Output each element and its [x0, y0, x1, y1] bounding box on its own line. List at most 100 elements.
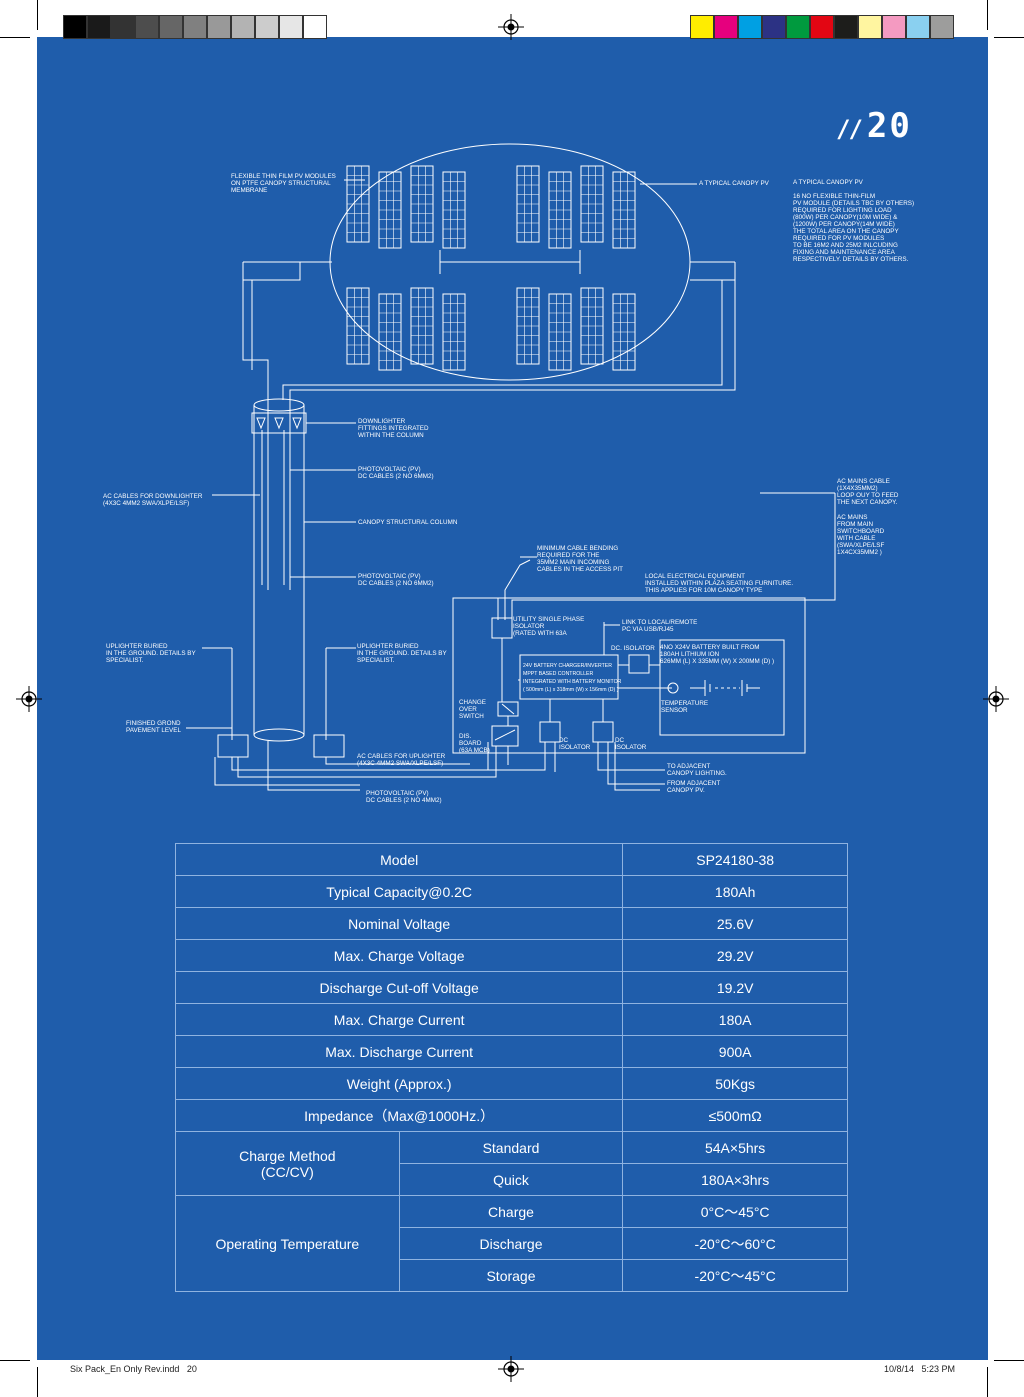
label-uplighter-right: UPLIGHTER BURIED IN THE GROUND. DETAILS … [357, 643, 447, 664]
label-finished-ground: FINISHED GROND PAVEMENT LEVEL [126, 720, 181, 734]
table-row: Impedance（Max@1000Hz.）≤500mΩ [174, 1099, 848, 1132]
label-from-adjacent: FROM ADJACENT CANOPY PV. [667, 780, 721, 794]
spec-value: 25.6V [622, 907, 848, 940]
label-local-equipment: LOCAL ELECTRICAL EQUIPMENT INSTALLED WIT… [645, 573, 794, 594]
wiring-diagram [186, 143, 836, 791]
registration-mark-icon [16, 686, 42, 712]
spec-value: 19.2V [622, 971, 848, 1004]
color-swatch [87, 15, 111, 39]
color-swatch [135, 15, 159, 39]
spec-value: -20°C～45°C [622, 1259, 848, 1292]
color-swatch [159, 15, 183, 39]
label-min-bending: MINIMUM CABLE BENDING REQUIRED FOR THE 3… [537, 545, 623, 573]
spec-value: 54A×5hrs [622, 1131, 848, 1164]
spec-sub-label: Standard [398, 1131, 624, 1164]
label-pv-dc-cables-mid: PHOTOVOLTAIC (PV) DC CABLES (2 No 6mm2) [358, 573, 434, 587]
page-number-text: 20 [866, 106, 912, 146]
spec-label: Nominal Voltage [174, 907, 624, 940]
color-swatch [810, 15, 834, 39]
spec-sub-label: Storage [398, 1259, 624, 1292]
spec-label: Weight (Approx.) [174, 1067, 624, 1100]
spec-label: Discharge Cut-off Voltage [174, 971, 624, 1004]
trim-mark [0, 1360, 30, 1361]
label-dc-isolator-top: DC. ISOLATOR [611, 645, 655, 652]
label-battery: 4No x24V BATTERY BUILT FROM 180Ah LITHIU… [660, 644, 775, 665]
trim-mark [37, 0, 38, 30]
trim-mark [987, 0, 988, 30]
label-charger: 24V BATTERY CHARGER/INVERTER MPPT BASED … [523, 663, 622, 693]
spec-label: Model [174, 843, 624, 876]
spec-sub-label: Charge [398, 1195, 624, 1228]
label-canopy-note: A TYPICAL CANOPY PV 16 No FLEXIBLE THIN-… [793, 179, 915, 263]
label-pv-dc-cables-top: PHOTOVOLTAIC (PV) DC CABLES (2 No 6mm2) [358, 466, 434, 480]
label-ac-mains-from: AC MAINS FROM MAIN SWITCHBOARD WITH CABL… [837, 514, 885, 556]
spec-value: 0°C～45°C [622, 1195, 848, 1228]
color-swatch [834, 15, 858, 39]
page-number: //20 [836, 106, 912, 146]
color-swatch [303, 15, 327, 39]
label-utility-isolator: UTILITY SINGLE PHASE ISOLATOR (RATED WIT… [513, 616, 585, 637]
label-typical-canopy-pv: A TYPICAL CANOPY PV [699, 180, 769, 187]
color-swatch [279, 15, 303, 39]
spec-group-label: Charge Method (CC/CV) [175, 1131, 400, 1196]
color-swatch [714, 15, 738, 39]
spec-value: 50Kgs [622, 1067, 848, 1100]
color-swatch [255, 15, 279, 39]
color-swatch [786, 15, 810, 39]
spec-sub-label: Quick [398, 1163, 624, 1196]
trim-mark [987, 1367, 988, 1397]
gray-color-bar [63, 15, 327, 39]
footer-timestamp: 10/8/14 5:23 PM [884, 1364, 956, 1374]
cmyk-color-bar [690, 15, 954, 39]
color-swatch [111, 15, 135, 39]
registration-mark-icon [498, 14, 524, 40]
trim-mark [0, 37, 30, 38]
color-swatch [882, 15, 906, 39]
label-dis-board: DIS. BOARD (63A MCB) [459, 733, 490, 754]
spec-label: Max. Charge Voltage [174, 939, 624, 972]
label-ac-cables-uplighter: AC CABLES FOR UPLIGHTER (4x3c 4mm2 SWA/X… [357, 753, 446, 767]
color-swatch [762, 15, 786, 39]
registration-mark-icon [498, 1356, 524, 1382]
spec-value: 29.2V [622, 939, 848, 972]
label-changeover: CHANGE OVER SWITCH [459, 699, 486, 720]
spec-label: Max. Charge Current [174, 1003, 624, 1036]
color-swatch [231, 15, 255, 39]
label-dc-isolator-2: DC ISOLATOR [615, 737, 647, 751]
trim-mark [37, 1367, 38, 1397]
label-downlighter: DOWNLIGHTER FITTINGS INTEGRATED WITHIN T… [358, 418, 429, 439]
label-dc-isolator-1: DC ISOLATOR [559, 737, 591, 751]
trim-mark [994, 37, 1024, 38]
color-swatch [930, 15, 954, 39]
label-ac-cables-downlighter: AC CABLES FOR DOWNLIGHTER (4x3c 4mm2 SWA… [103, 493, 203, 507]
spec-sub-label: Discharge [398, 1227, 624, 1260]
label-to-adjacent: TO ADJACENT CANOPY LIGHTING. [667, 763, 727, 777]
spec-value: 180A [622, 1003, 848, 1036]
spec-value: 900A [622, 1035, 848, 1068]
spec-value: ≤500mΩ [622, 1099, 848, 1132]
spec-label: Max. Discharge Current [174, 1035, 624, 1068]
spec-value: -20°C～60°C [622, 1227, 848, 1260]
table-row: Storage-20°C～45°C [176, 1259, 848, 1292]
label-temp-sensor: TEMPERATURE SENSOR [661, 700, 709, 714]
color-swatch [906, 15, 930, 39]
spec-value: 180A×3hrs [622, 1163, 848, 1196]
pv-panel-group [346, 165, 636, 371]
color-swatch [207, 15, 231, 39]
color-swatch [738, 15, 762, 39]
label-ac-mains-cable: AC MAINS CABLE (1x4x35mm2) LOOP OUY TO F… [837, 478, 899, 506]
label-uplighter-left: UPLIGHTER BURIED IN THE GROUND. DETAILS … [106, 643, 196, 664]
label-pv-modules: FLEXIBLE THIN FILM PV MODULES ON PTFE CA… [231, 173, 336, 194]
color-swatch [858, 15, 882, 39]
spec-value: SP24180-38 [622, 843, 848, 876]
footer-file-name: Six Pack_En Only Rev.indd 20 [70, 1364, 197, 1374]
